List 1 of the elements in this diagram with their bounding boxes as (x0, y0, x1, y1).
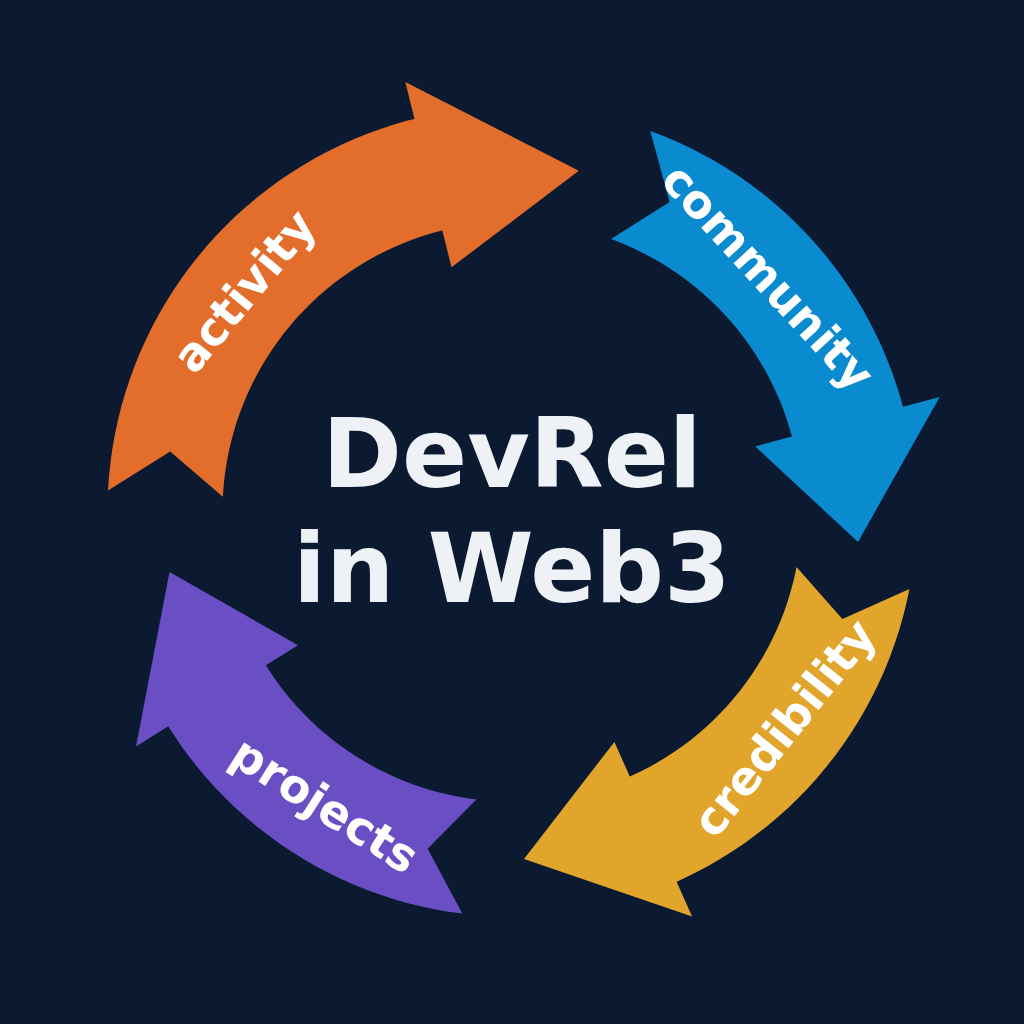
title: DevRel in Web3 (292, 396, 731, 625)
